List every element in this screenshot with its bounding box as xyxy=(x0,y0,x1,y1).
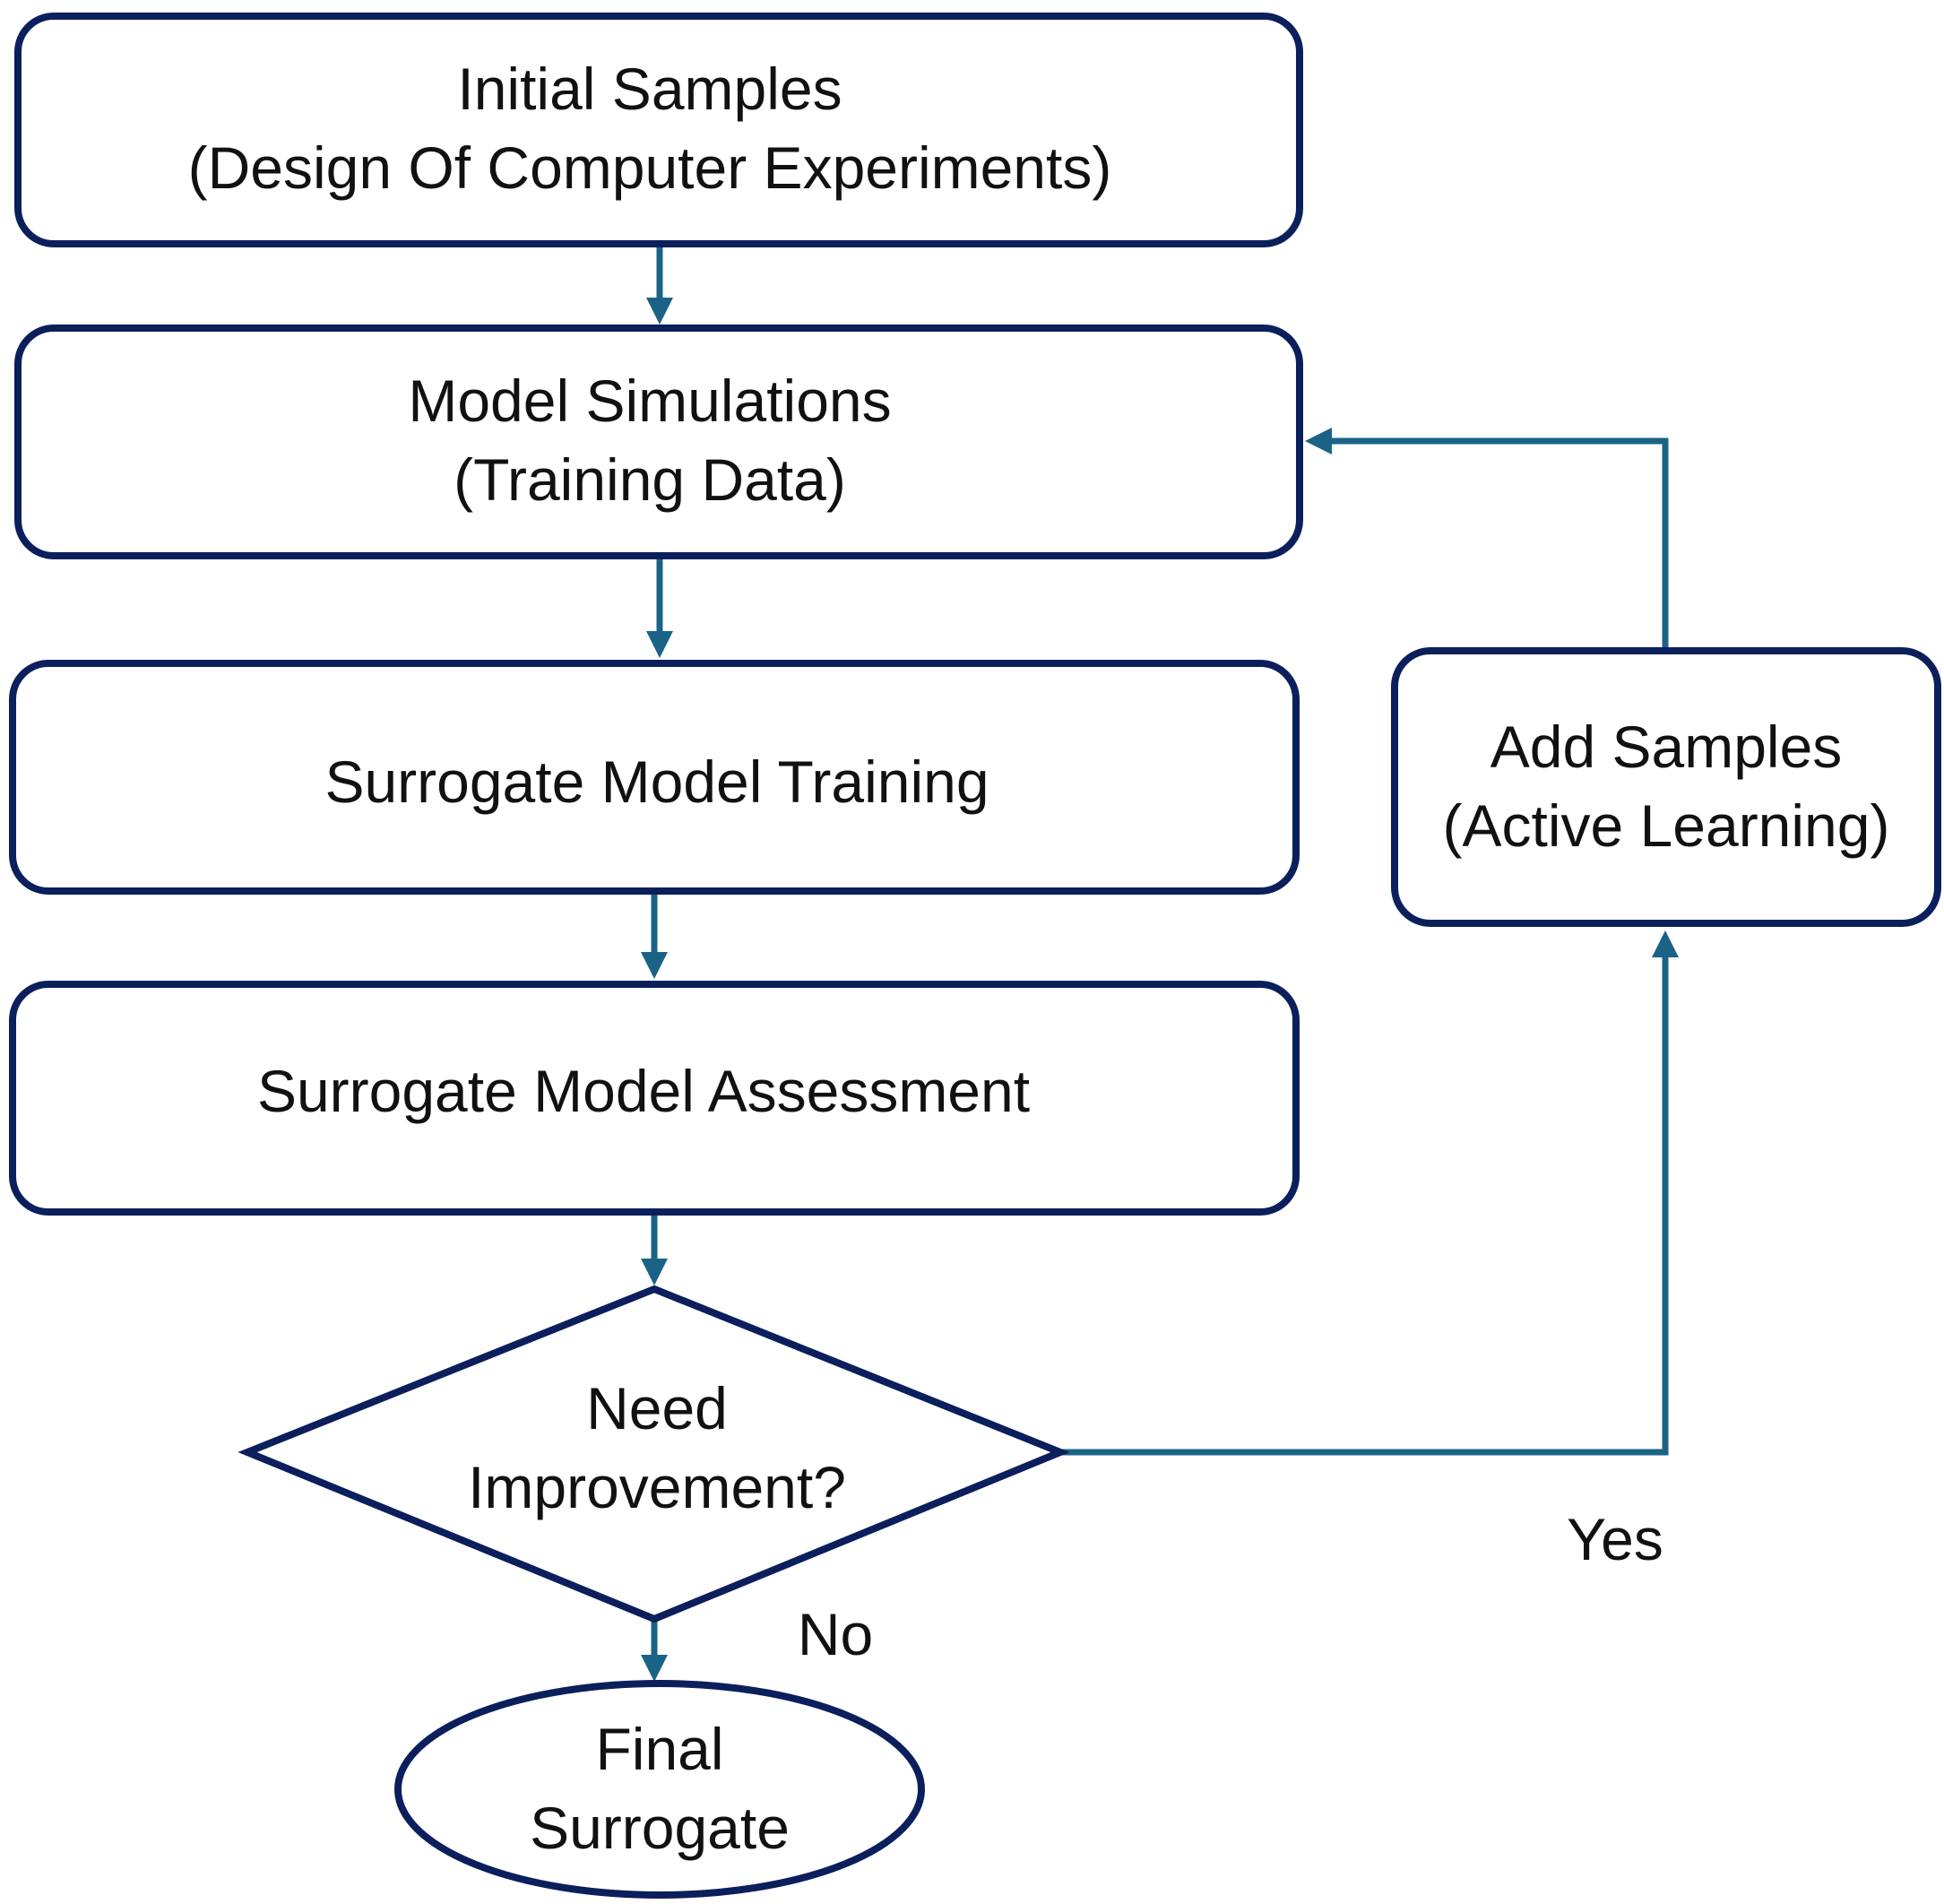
edge-label-no: No xyxy=(798,1601,873,1667)
arrow-initial-to-simulations xyxy=(646,247,673,325)
arrow-decision-to-add-samples xyxy=(1060,930,1679,1456)
arrow-decision-to-final xyxy=(641,1619,668,1682)
node-decision: Need Improvement? xyxy=(238,1285,1070,1623)
initial-samples-title: Initial Samples xyxy=(457,56,842,122)
node-add-samples: Add Samples (Active Learning) xyxy=(1391,647,1941,927)
arrow-training-to-assessment xyxy=(641,891,668,979)
decision-line1: Need xyxy=(586,1375,728,1441)
arrow-assessment-to-decision xyxy=(641,1212,668,1285)
node-final-surrogate: Final Surrogate xyxy=(394,1680,925,1899)
model-simulations-subtitle: (Training Data) xyxy=(454,446,846,513)
final-surrogate-line1: Final xyxy=(595,1716,723,1782)
arrow-add-samples-to-simulations xyxy=(1305,428,1669,649)
final-surrogate-line2: Surrogate xyxy=(530,1795,790,1861)
node-surrogate-model-assessment: Surrogate Model Assessment xyxy=(9,981,1300,1216)
add-samples-subtitle: (Active Learning) xyxy=(1443,792,1890,859)
arrow-simulations-to-training xyxy=(646,558,673,658)
decision-line2: Improvement? xyxy=(468,1454,846,1520)
node-surrogate-model-training: Surrogate Model Training xyxy=(9,660,1300,895)
edge-label-yes: Yes xyxy=(1567,1506,1663,1572)
surrogate-training-title: Surrogate Model Training xyxy=(324,749,989,815)
add-samples-title: Add Samples xyxy=(1490,714,1843,780)
surrogate-assessment-title: Surrogate Model Assessment xyxy=(257,1058,1030,1124)
node-initial-samples: Initial Samples (Design Of Computer Expe… xyxy=(14,13,1303,247)
model-simulations-title: Model Simulations xyxy=(408,368,891,434)
initial-samples-subtitle: (Design Of Computer Experiments) xyxy=(188,134,1112,201)
node-model-simulations: Model Simulations (Training Data) xyxy=(14,325,1303,559)
